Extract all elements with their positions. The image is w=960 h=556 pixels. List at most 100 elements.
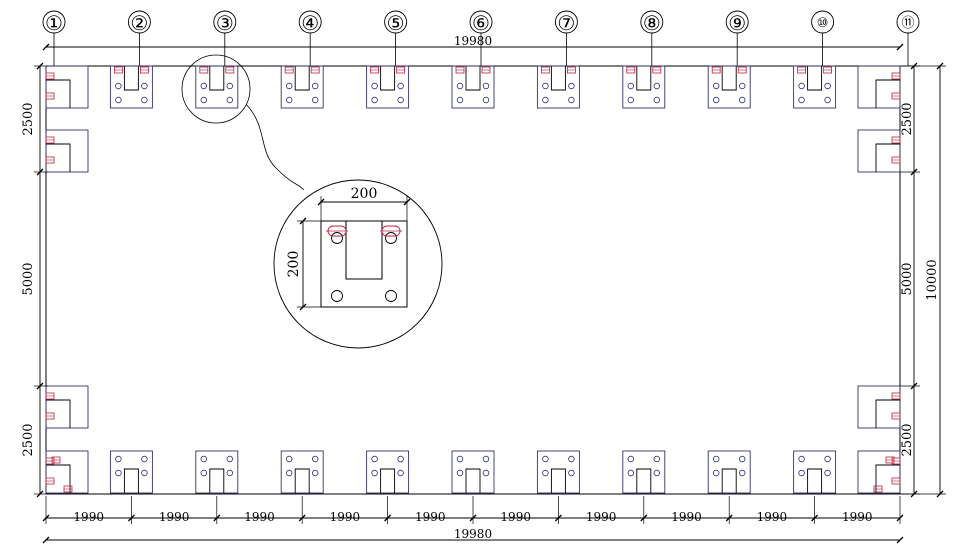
building-perimeter (45, 65, 901, 495)
plate-slot (807, 66, 823, 91)
plate-outline (793, 450, 837, 494)
bolt-hole (482, 469, 490, 477)
plate-outline (45, 65, 89, 109)
detail-height-label: 200 (286, 251, 302, 278)
bolt-hole (627, 455, 634, 463)
top-total-label: 19980 (454, 34, 492, 48)
dimension-tick (317, 198, 325, 206)
plate-outline (109, 450, 153, 494)
axis-bubble-4: ④ (298, 10, 322, 66)
dimension-tick (896, 536, 904, 544)
bolt-hole (312, 455, 319, 463)
axis-bubble-7: ⑦ (554, 10, 578, 66)
base-plate (857, 129, 901, 173)
bolt-hole (312, 469, 319, 477)
bottom-spacing-label: 1990 (73, 510, 104, 524)
base-plate (857, 385, 901, 429)
dimension-tick (896, 514, 904, 522)
dimension-tick (725, 514, 733, 522)
bolt-hole (627, 469, 634, 477)
bolt-hole (200, 82, 207, 90)
axis-bubble-9: ⑨ (725, 10, 749, 66)
detail-width-label: 200 (351, 186, 378, 202)
axis-label: ⑨ (728, 11, 746, 35)
dimension-tick (640, 514, 648, 522)
axis-bubble-1: ① (42, 10, 66, 66)
detail-bolt-hole (385, 232, 397, 244)
plate-slot (123, 66, 139, 91)
plate-outline (536, 65, 580, 109)
bolt-hole (456, 82, 464, 90)
axis-bubble-6: ⑥ (469, 10, 493, 66)
plate-outline (195, 450, 239, 494)
detail-plate-slot (345, 221, 383, 280)
detail-plate-outline (320, 220, 408, 308)
plate-outline (280, 450, 324, 494)
bolt-hole (653, 96, 660, 104)
dimension-tick (127, 514, 135, 522)
bolt-hole (824, 455, 831, 463)
detail-marker-circle (181, 54, 251, 124)
bolt-hole (371, 455, 378, 463)
bolt-hole (200, 96, 207, 104)
bolt-hole (482, 82, 490, 90)
plate-slot (875, 399, 900, 428)
plate-outline (707, 450, 751, 494)
plate-slot (721, 468, 737, 493)
dimension-tick (403, 198, 411, 206)
bolt-hole (286, 469, 293, 477)
base-plate (45, 385, 89, 429)
axis-label: ③ (216, 11, 234, 35)
detail-bolt-hole (385, 290, 397, 302)
left-segment-label: 2500 (21, 102, 36, 135)
bolt-hole (371, 82, 378, 90)
building-outline (45, 65, 901, 495)
plate-slot (636, 66, 652, 91)
dimension-tick (384, 514, 392, 522)
dimension-tick (36, 168, 44, 176)
dimension-tick (42, 43, 50, 51)
base-plate (857, 450, 901, 494)
plate-outline (195, 65, 239, 109)
detail-bolt-hole (331, 232, 343, 244)
base-plate (793, 65, 837, 109)
plate-outline (366, 450, 410, 494)
axis-bubble-3: ③ (213, 10, 237, 66)
bolt-hole (482, 96, 490, 104)
base-plate (109, 65, 153, 109)
bolt-hole (141, 469, 148, 477)
bolt-hole (824, 469, 831, 477)
plate-outline (622, 450, 666, 494)
plate-slot (46, 464, 71, 493)
plate-slot (875, 143, 900, 172)
base-plate (45, 129, 89, 173)
axis-label: ④ (301, 11, 319, 35)
bolt-hole (226, 455, 233, 463)
bolt-hole (115, 96, 122, 104)
bolt-hole (798, 96, 805, 104)
plate-outline (857, 129, 901, 173)
plate-slot (721, 66, 737, 91)
base-plate (857, 65, 901, 109)
bolt-hole (824, 82, 831, 90)
plate-outline (857, 450, 901, 494)
plate-outline (451, 450, 495, 494)
bolt-hole (397, 96, 404, 104)
base-plate (366, 65, 410, 109)
axis-bubble-8: ⑧ (640, 10, 664, 66)
bolt-hole (141, 455, 148, 463)
bolt-hole (141, 82, 148, 90)
bolt-hole (713, 82, 720, 90)
plate-slot (380, 468, 396, 493)
plate-slot (46, 143, 71, 172)
plate-outline (45, 385, 89, 429)
base-plate (622, 65, 666, 109)
bolt-hole (739, 96, 746, 104)
bottom-spacing-label: 1990 (586, 510, 617, 524)
dimension-tick (299, 303, 307, 311)
base-plate (45, 65, 89, 109)
bolt-hole (713, 96, 720, 104)
bolt-hole (456, 96, 464, 104)
plate-slot (465, 468, 481, 493)
